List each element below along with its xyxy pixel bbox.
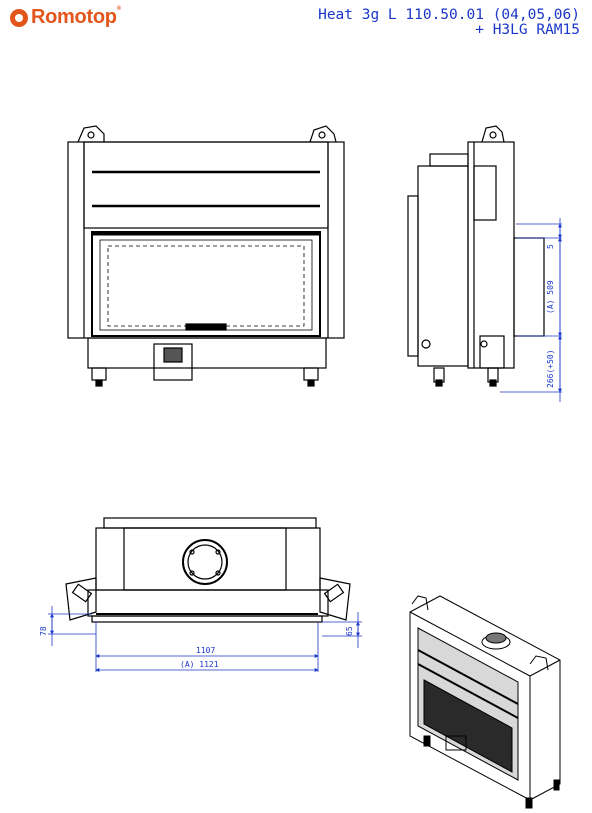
registered-mark: ® xyxy=(116,6,121,12)
title-line-1: Heat 3g L 110.50.01 (04,05,06) xyxy=(318,7,580,23)
title-line-2: + H3LG RAM15 xyxy=(475,22,580,38)
front-left-handle xyxy=(77,125,105,143)
dim-top-right-depth: 65 xyxy=(345,626,354,636)
dim-top-left-depth: 78 xyxy=(39,626,48,636)
romotop-logo: Romotop® xyxy=(10,6,121,29)
dim-side-top-gap: 5 xyxy=(546,244,555,249)
front-right-handle xyxy=(309,125,337,143)
top-view xyxy=(65,517,351,623)
side-dimensions xyxy=(500,218,562,402)
dim-side-height: (A) 509 xyxy=(546,280,555,314)
dim-top-width-inner: 1107 xyxy=(196,646,215,655)
dim-top-width-outer: (A) 1121 xyxy=(180,660,219,669)
front-view xyxy=(67,125,345,387)
product-title: Heat 3g L 110.50.01 (04,05,06) + H3LG RA… xyxy=(318,8,580,38)
brand-name: Romotop xyxy=(31,6,117,28)
logo-circle-icon xyxy=(10,8,28,27)
side-handle xyxy=(481,125,505,143)
side-view xyxy=(407,125,545,387)
top-dimensions xyxy=(48,606,362,672)
isometric-view xyxy=(409,595,561,809)
dim-side-bottom: 266(+50) xyxy=(546,349,555,388)
